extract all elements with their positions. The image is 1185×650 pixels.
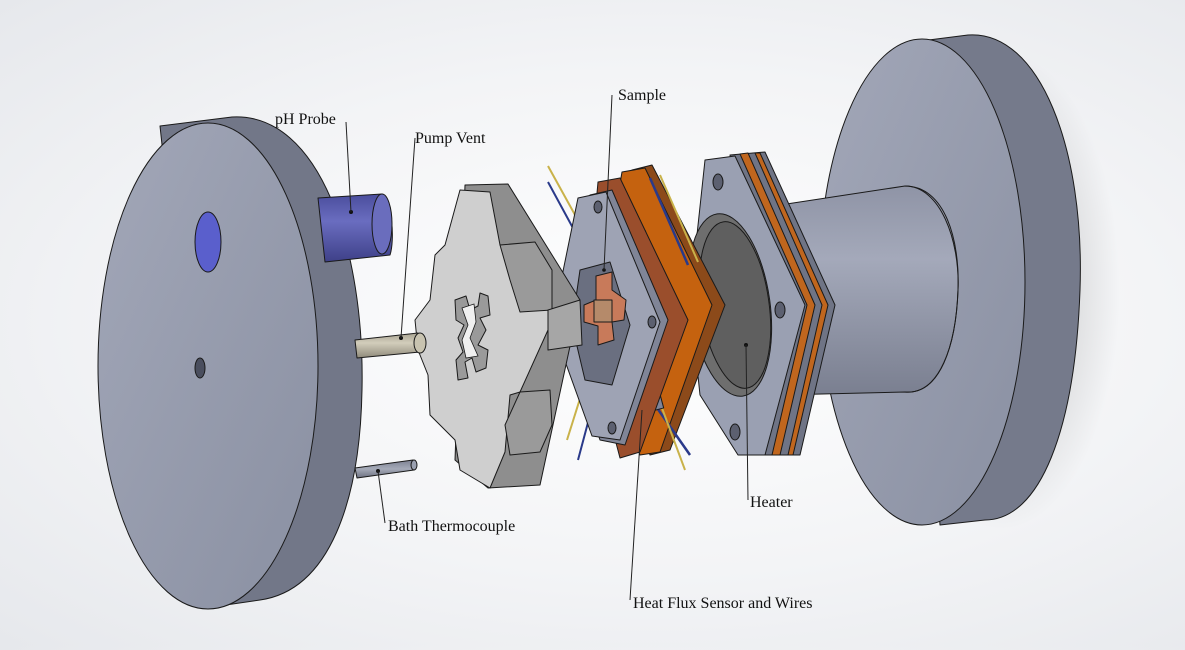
label-heat-flux-sensor: Heat Flux Sensor and Wires bbox=[633, 595, 812, 612]
sample-holder bbox=[547, 165, 689, 461]
pump-vent bbox=[354, 332, 427, 359]
bath-thermocouple bbox=[354, 459, 418, 479]
leader-heater bbox=[745, 344, 749, 501]
leader-lines bbox=[345, 94, 749, 601]
gasket-block bbox=[414, 183, 583, 489]
ph-probe bbox=[317, 193, 393, 263]
leader-ph-probe bbox=[345, 121, 352, 213]
leader-thermocouple bbox=[377, 470, 386, 524]
heater-block bbox=[687, 151, 836, 456]
leader-sample bbox=[603, 94, 613, 271]
label-heater: Heater bbox=[750, 494, 793, 511]
label-ph-probe: pH Probe bbox=[275, 111, 336, 128]
leader-heat-flux bbox=[629, 409, 643, 601]
label-sample: Sample bbox=[618, 87, 666, 104]
label-bath-thermocouple: Bath Thermocouple bbox=[388, 518, 515, 535]
label-pump-vent: Pump Vent bbox=[415, 130, 486, 147]
leader-pump-vent bbox=[400, 137, 416, 339]
left-end-plate bbox=[97, 116, 363, 610]
